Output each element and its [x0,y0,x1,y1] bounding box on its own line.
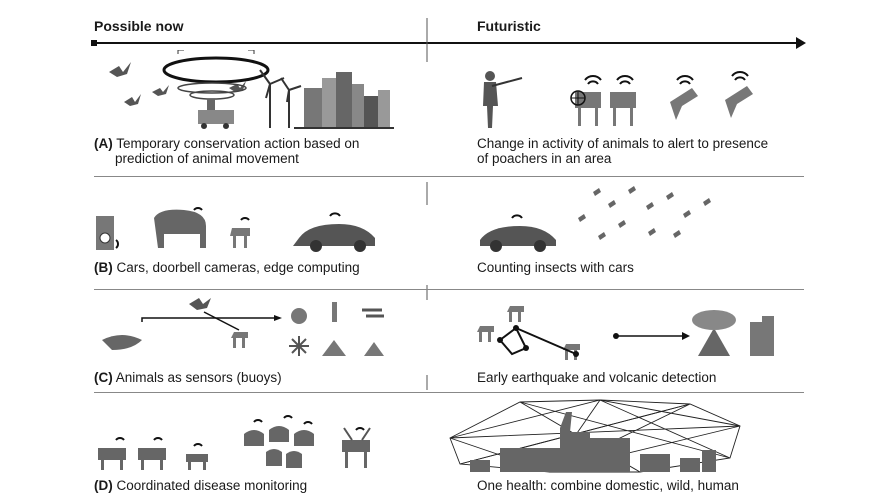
caption-line: of poachers in an area [477,151,612,166]
illustration-d-left [98,415,371,470]
illustration-b-right [480,186,711,252]
row-separator-b [94,289,804,290]
timeline-start-marker [91,40,97,46]
caption-line: Animals as sensors (buoys) [115,370,282,385]
caption-line: One health: combine domestic, wild, huma… [477,478,739,493]
caption-d-left: (D) Coordinated disease monitoring [94,478,307,493]
caption-line: Cars, doorbell cameras, edge computing [116,260,360,275]
caption-line: Counting insects with cars [477,260,634,275]
illustration-c-right [477,306,774,360]
caption-a-right: Change in activity of animals to alert t… [477,136,768,166]
caption-tag: (C) [94,370,113,385]
caption-line: Early earthquake and volcanic detection [477,370,717,385]
illustration-d-right [449,399,741,473]
timeline-arrowhead [796,37,806,49]
illustration-a-right [483,71,753,128]
row-separator-a [94,176,804,177]
illustration-a-left [109,50,394,129]
header-futuristic: Futuristic [477,18,541,34]
caption-d-right: One health: combine domestic, wild, huma… [477,478,739,493]
caption-line: prediction of animal movement [115,151,299,166]
caption-b-right: Counting insects with cars [477,260,634,275]
caption-tag: (D) [94,478,113,493]
illustration-b-left [96,207,375,252]
caption-line: Temporary conservation action based on [116,136,360,151]
illustration-c-left [102,298,384,356]
header-possible-now: Possible now [94,18,184,34]
caption-c-left: (C) Animals as sensors (buoys) [94,370,282,385]
caption-tag: (B) [94,260,113,275]
caption-b-left: (B) Cars, doorbell cameras, edge computi… [94,260,360,275]
caption-tag: (A) [94,136,113,151]
caption-a-left: (A) Temporary conservation action based … [94,136,359,166]
caption-line: Coordinated disease monitoring [116,478,308,493]
caption-c-right: Early earthquake and volcanic detection [477,370,716,385]
row-separator-c [94,392,804,393]
caption-line: Change in activity of animals to alert t… [477,136,769,151]
